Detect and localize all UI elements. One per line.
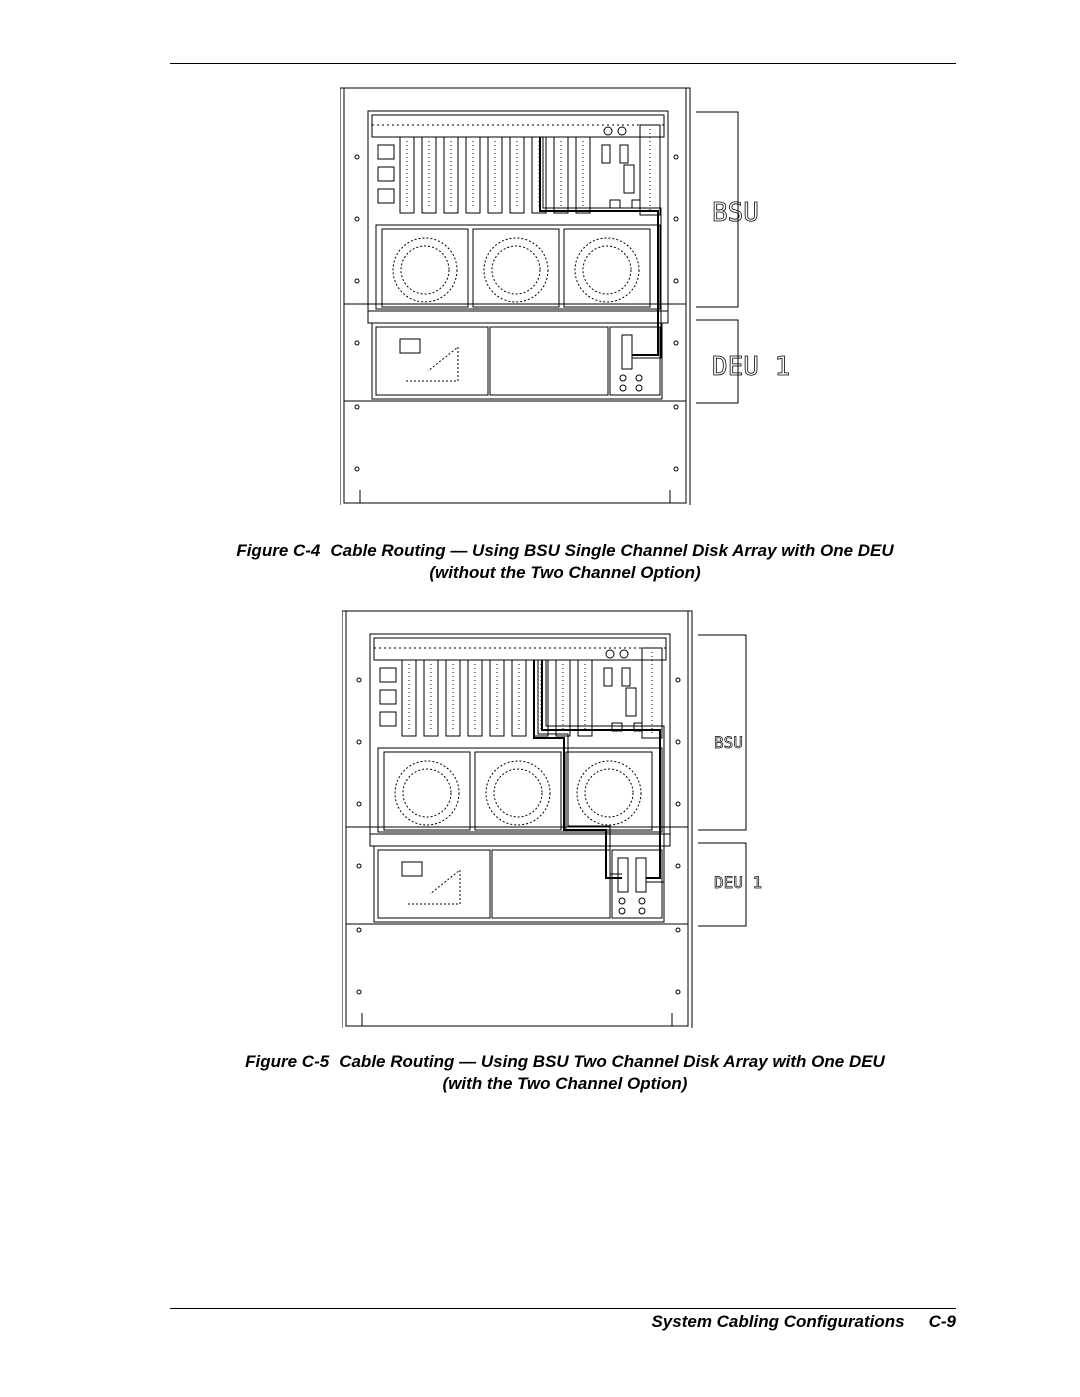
footer-rule xyxy=(170,1308,956,1309)
figure-c5-number: Figure C-5 xyxy=(245,1052,330,1071)
figure-c4-number: Figure C-4 xyxy=(236,541,321,560)
page-number: C-9 xyxy=(928,1312,956,1331)
figure-c4-title: Cable Routing — Using BSU Single Channel… xyxy=(330,541,894,560)
figure-c5-subtitle: (with the Two Channel Option) xyxy=(442,1074,688,1093)
bsu-label: BSU xyxy=(712,198,759,228)
figure-c4-diagram: BSU DEU 1 xyxy=(340,87,791,505)
page-footer: System Cabling Configurations C-9 xyxy=(651,1312,956,1332)
deu-label: DEU 1 xyxy=(714,873,762,892)
figure-c5-diagram: BSU DEU 1 xyxy=(342,610,763,1028)
figure-c5-caption: Figure C-5 Cable Routing — Using BSU Two … xyxy=(150,1051,980,1095)
header-rule xyxy=(170,63,956,64)
figure-c4-subtitle: (without the Two Channel Option) xyxy=(429,563,701,582)
figure-c4-caption: Figure C-4 Cable Routing — Using BSU Sing… xyxy=(150,540,980,584)
deu-label: DEU 1 xyxy=(712,352,790,382)
footer-section-title: System Cabling Configurations xyxy=(651,1312,905,1331)
figure-c5-title: Cable Routing — Using BSU Two Channel Di… xyxy=(339,1052,885,1071)
bsu-label: BSU xyxy=(714,733,743,752)
